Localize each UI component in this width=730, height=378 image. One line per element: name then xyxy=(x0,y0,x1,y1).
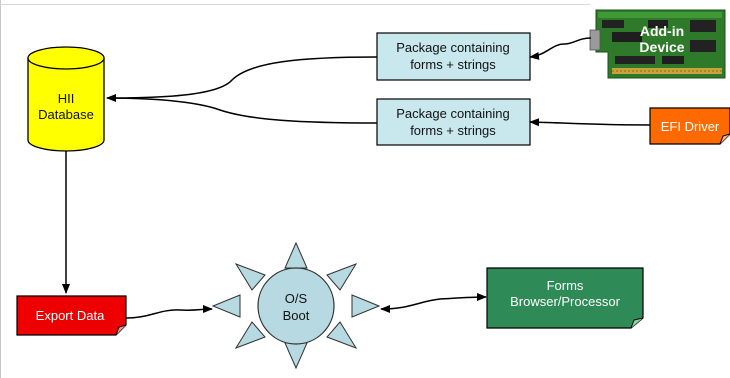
hii-database: HII Database xyxy=(27,46,105,152)
package-top-label-1: Package containing xyxy=(396,40,509,55)
os-boot-label-2: Boot xyxy=(283,308,310,323)
os-boot-label-1: O/S xyxy=(285,291,308,306)
package-top-label-2: forms + strings xyxy=(410,57,496,72)
arrow-package-top-to-database xyxy=(106,56,378,102)
arrow-driver-to-package xyxy=(529,118,651,127)
addin-device: Add-in Device xyxy=(589,9,726,79)
hii-database-label-1: HII xyxy=(58,91,75,106)
addin-device-label-1: Add-in xyxy=(640,23,684,39)
package-box-top: Package containing forms + strings xyxy=(376,32,531,81)
arrow-boot-to-forms xyxy=(380,293,487,313)
package-box-bottom: Package containing forms + strings xyxy=(376,98,531,146)
package-bottom-label-1: Package containing xyxy=(396,106,509,121)
export-data: Export Data xyxy=(16,295,127,336)
arrow-export-to-boot xyxy=(125,305,213,319)
forms-browser: Forms Browser/Processor xyxy=(486,267,644,329)
efi-driver: EFI Driver xyxy=(649,107,730,145)
arrow-device-to-package xyxy=(529,37,592,60)
export-data-label: Export Data xyxy=(36,308,105,323)
addin-device-label-2: Device xyxy=(639,39,684,55)
arrow-package-bottom-to-database xyxy=(107,97,378,124)
os-boot: O/S Boot xyxy=(211,241,381,370)
hii-database-label-2: Database xyxy=(38,107,94,122)
package-bottom-label-2: forms + strings xyxy=(410,123,496,138)
forms-browser-label-2: Browser/Processor xyxy=(510,294,620,309)
efi-driver-label: EFI Driver xyxy=(661,119,720,134)
forms-browser-label-1: Forms xyxy=(547,278,584,293)
